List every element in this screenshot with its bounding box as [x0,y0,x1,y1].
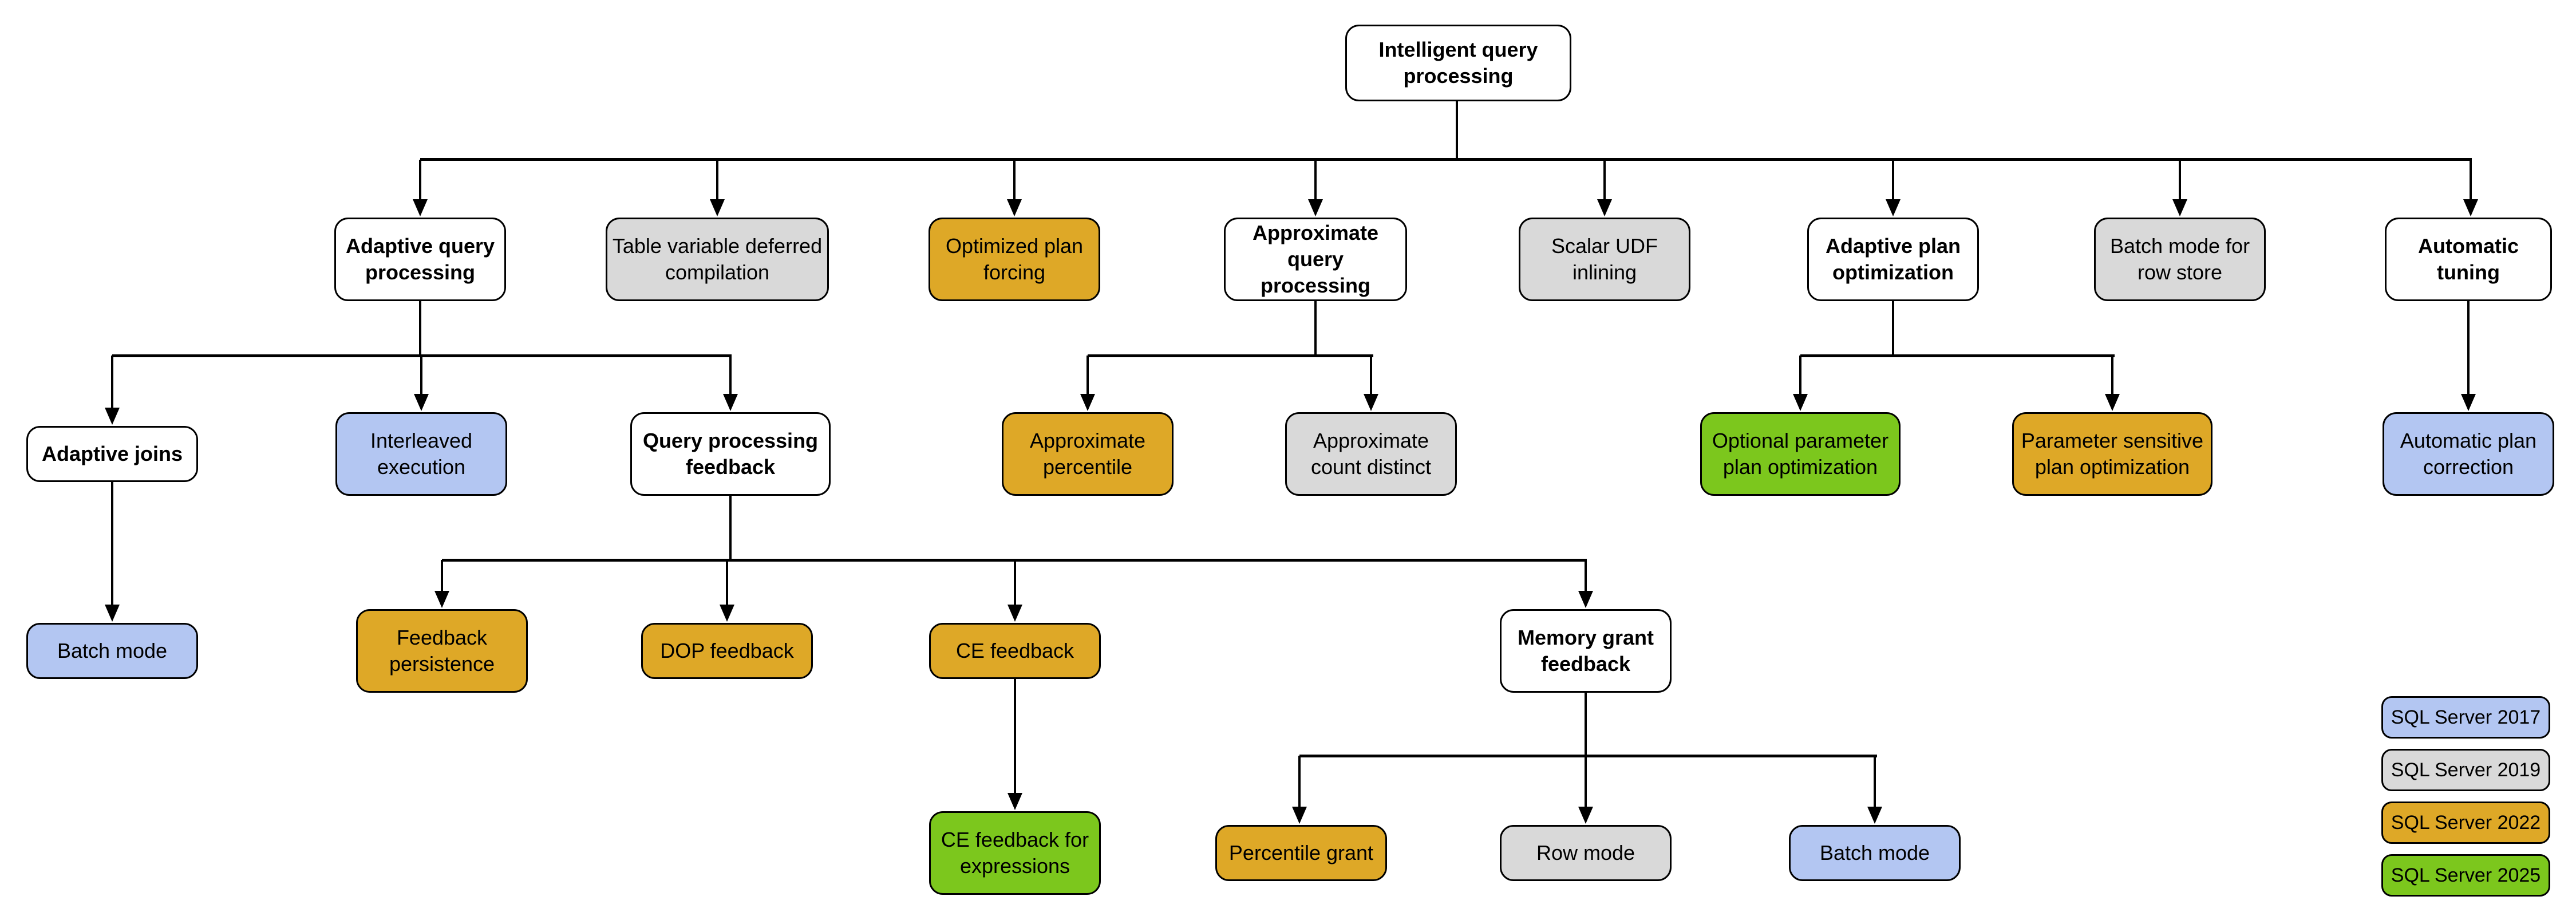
connector-line [1013,160,1016,199]
arrowhead-icon [2463,199,2478,216]
connector-line [1800,354,2115,357]
node-ce-feedback-for-expressions: CE feedback for expressions [929,811,1101,895]
node-feedback-persistence: Feedback persistence [356,609,528,693]
connector-line [1892,160,1894,199]
node-parameter-sensitive-plan-optimization: Parameter sensitive plan optimization [2012,412,2212,496]
node-automatic-plan-correction: Automatic plan correction [2383,412,2554,496]
connector-line [716,160,718,199]
connector-line [1585,756,1587,807]
arrowhead-icon [105,408,120,425]
connector-line [2467,301,2470,394]
arrowhead-icon [2172,199,2187,216]
arrowhead-icon [710,199,725,216]
connector-line [1299,755,1877,757]
node-batch-mode-adaptive-joins: Batch mode [26,623,198,679]
node-scalar-udf-inlining: Scalar UDF inlining [1519,218,1690,301]
connector-line [111,356,113,408]
legend-item-sql-server-2019: SQL Server 2019 [2381,749,2550,791]
arrowhead-icon [413,199,428,216]
node-row-mode: Row mode [1500,825,1672,881]
connector-line [1603,160,1606,199]
arrowhead-icon [720,605,734,622]
connector-line [1298,756,1301,807]
connector-line [419,301,421,357]
node-automatic-tuning: Automatic tuning [2385,218,2552,301]
arrowhead-icon [1867,807,1882,824]
connector-line [1874,756,1876,807]
legend-item-sql-server-2022: SQL Server 2022 [2381,802,2550,844]
connector-line [1585,693,1587,756]
node-dop-feedback: DOP feedback [641,623,813,679]
node-optimized-plan-forcing: Optimized plan forcing [929,218,1100,301]
node-percentile-grant: Percentile grant [1215,825,1387,881]
node-ce-feedback: CE feedback [929,623,1101,679]
connector-line [1799,356,1801,394]
connector-line [1314,301,1317,357]
node-interleaved-execution: Interleaved execution [335,412,507,496]
connector-line [1892,301,1894,357]
arrowhead-icon [105,605,120,622]
legend-item-sql-server-2017: SQL Server 2017 [2381,696,2550,739]
node-table-variable-deferred-compilation: Table variable deferred compilation [606,218,829,301]
connector-line [420,356,422,394]
connector-line [420,158,2472,161]
node-batch-mode-memory-grant: Batch mode [1789,825,1961,881]
connector-line [726,560,728,605]
arrowhead-icon [1578,807,1593,824]
arrowhead-icon [1080,394,1095,411]
arrowhead-icon [1008,793,1022,810]
node-approximate-count-distinct: Approximate count distinct [1285,412,1457,496]
connector-line [2179,160,2181,199]
connector-line [1314,160,1317,199]
connector-line [729,496,732,560]
arrowhead-icon [2461,394,2476,411]
connector-line [1086,356,1089,394]
connector-line [2470,160,2472,199]
connector-line [1014,679,1016,793]
arrowhead-icon [2105,394,2120,411]
connector-line [1370,356,1372,394]
node-optional-parameter-plan-optimization: Optional parameter plan optimization [1700,412,1901,496]
arrowhead-icon [1793,394,1808,411]
arrowhead-icon [434,591,449,608]
node-intelligent-query-processing: Intelligent query processing [1345,25,1571,101]
arrowhead-icon [1008,605,1022,622]
arrowhead-icon [1886,199,1901,216]
node-adaptive-query-processing: Adaptive query processing [334,218,506,301]
connector-line [111,482,113,605]
node-approximate-percentile: Approximate percentile [1002,412,1174,496]
arrowhead-icon [1292,807,1307,824]
arrowhead-icon [1597,199,1612,216]
arrowhead-icon [414,394,429,411]
node-batch-mode-for-row-store: Batch mode for row store [2094,218,2266,301]
legend-item-sql-server-2025: SQL Server 2025 [2381,854,2550,897]
connector-line [729,356,732,394]
node-memory-grant-feedback: Memory grant feedback [1500,609,1672,693]
arrowhead-icon [1364,394,1378,411]
node-adaptive-plan-optimization: Adaptive plan optimization [1807,218,1979,301]
node-query-processing-feedback: Query processing feedback [630,412,831,496]
arrowhead-icon [1007,199,1022,216]
arrowhead-icon [1578,591,1593,608]
arrowhead-icon [723,394,738,411]
connector-line [1014,560,1016,605]
connector-line [1456,101,1458,159]
connector-line [1585,560,1587,591]
connector-line [2111,356,2113,394]
connector-line [441,560,443,591]
arrowhead-icon [1308,199,1323,216]
node-adaptive-joins: Adaptive joins [26,426,198,482]
connector-line [1088,354,1373,357]
connector-line [419,160,421,199]
node-approximate-query-processing: Approximate query processing [1224,218,1407,301]
